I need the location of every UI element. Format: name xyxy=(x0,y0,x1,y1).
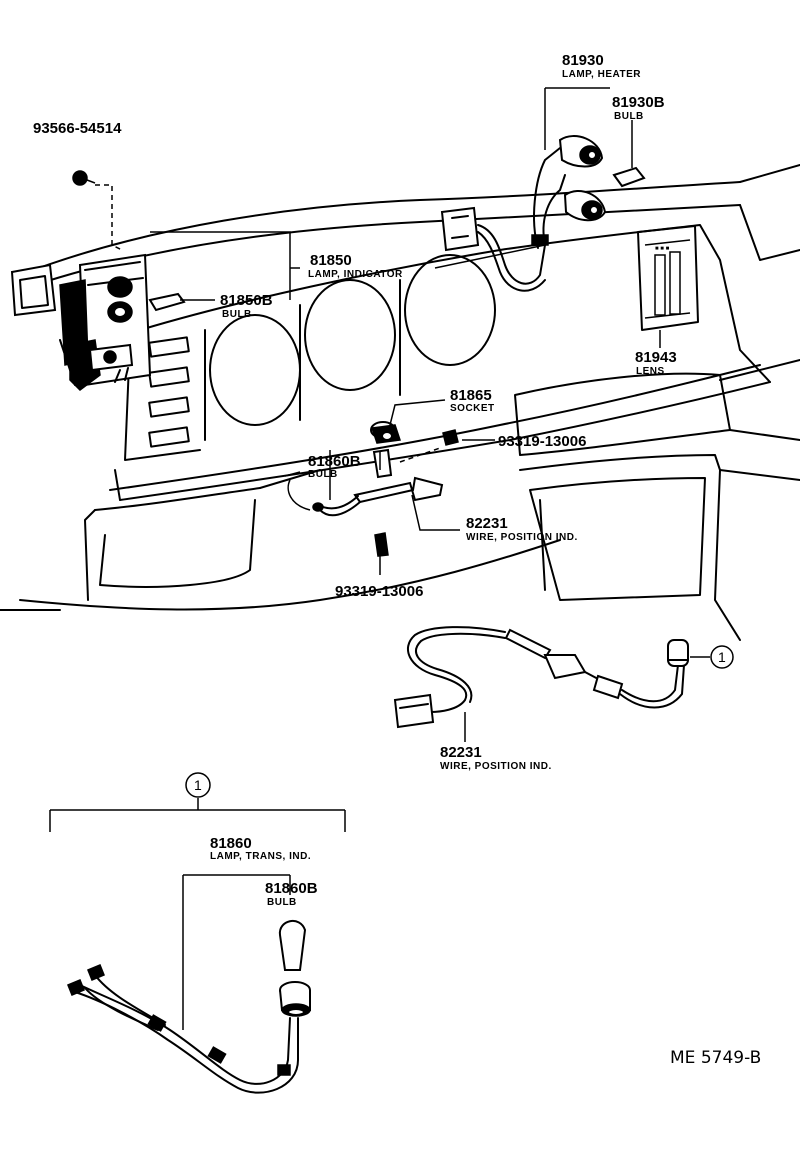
label-81930-name: LAMP, HEATER xyxy=(562,69,641,80)
label-93319-upper-number: 93319-13006 xyxy=(498,433,586,450)
label-81943-name: LENS xyxy=(636,366,665,377)
label-81930B-number: 81930B xyxy=(612,94,665,111)
trans-ind-lamp-detail: 1 xyxy=(49,772,346,1094)
label-81850B-number: 81850B xyxy=(220,292,273,309)
heater-control-lens: ■ ■ ■ xyxy=(637,225,699,331)
label-81850-name: LAMP, INDICATOR xyxy=(308,269,403,280)
indicator-lamp-assembly xyxy=(10,253,152,391)
label-81860B-lower-name: BULB xyxy=(267,897,297,908)
label-81860-number: 81860 xyxy=(210,835,252,852)
svg-text:■ ■ ■: ■ ■ ■ xyxy=(655,246,670,252)
diagram-reference: ME 5749-B xyxy=(670,1048,761,1068)
labels: 93566-54514 81930 LAMP, HEATER 81930B BU… xyxy=(33,52,761,1068)
label-93319-lower-number: 93319-13006 xyxy=(335,583,423,600)
label-82231-lower-number: 82231 xyxy=(440,744,482,761)
label-81850B-name: BULB xyxy=(222,309,252,320)
label-82231-lower-name: WIRE, POSITION IND. xyxy=(440,761,552,772)
trans-bulb-upper xyxy=(372,448,393,479)
label-81865-name: SOCKET xyxy=(450,403,495,414)
heater-bulb xyxy=(612,166,646,188)
warning-light-slots xyxy=(148,336,190,448)
label-93566-number: 93566-54514 xyxy=(33,120,122,137)
label-81930-number: 81930 xyxy=(562,52,604,69)
screw-93319-lower xyxy=(374,532,389,575)
callout-mark-detail: 1 xyxy=(718,649,726,665)
label-81865-number: 81865 xyxy=(450,387,492,404)
label-81860B-upper-name: BULB xyxy=(308,469,338,480)
label-81943-number: 81943 xyxy=(635,349,677,366)
label-81930B-name: BULB xyxy=(614,111,644,122)
screw-93319-upper xyxy=(399,429,459,463)
heater-lamp-harness xyxy=(440,135,607,292)
gauge-openings xyxy=(204,254,496,441)
callout-mark-bottom: 1 xyxy=(194,777,202,793)
label-81860-name: LAMP, TRANS, IND. xyxy=(210,851,311,862)
label-81850-number: 81850 xyxy=(310,252,352,269)
instrument-panel xyxy=(0,164,800,641)
socket-81865 xyxy=(370,421,401,444)
position-ind-wire-upper xyxy=(284,471,460,531)
position-ind-wire-detail: 1 xyxy=(393,626,734,742)
indicator-bulb xyxy=(148,292,186,312)
screw-93566 xyxy=(72,170,123,251)
label-82231-upper-name: WIRE, POSITION IND. xyxy=(466,532,578,543)
leader-lines xyxy=(150,87,661,470)
label-81860B-lower-number: 81860B xyxy=(265,880,318,897)
label-82231-upper-number: 82231 xyxy=(466,515,508,532)
label-81860B-upper-number: 81860B xyxy=(308,453,361,470)
